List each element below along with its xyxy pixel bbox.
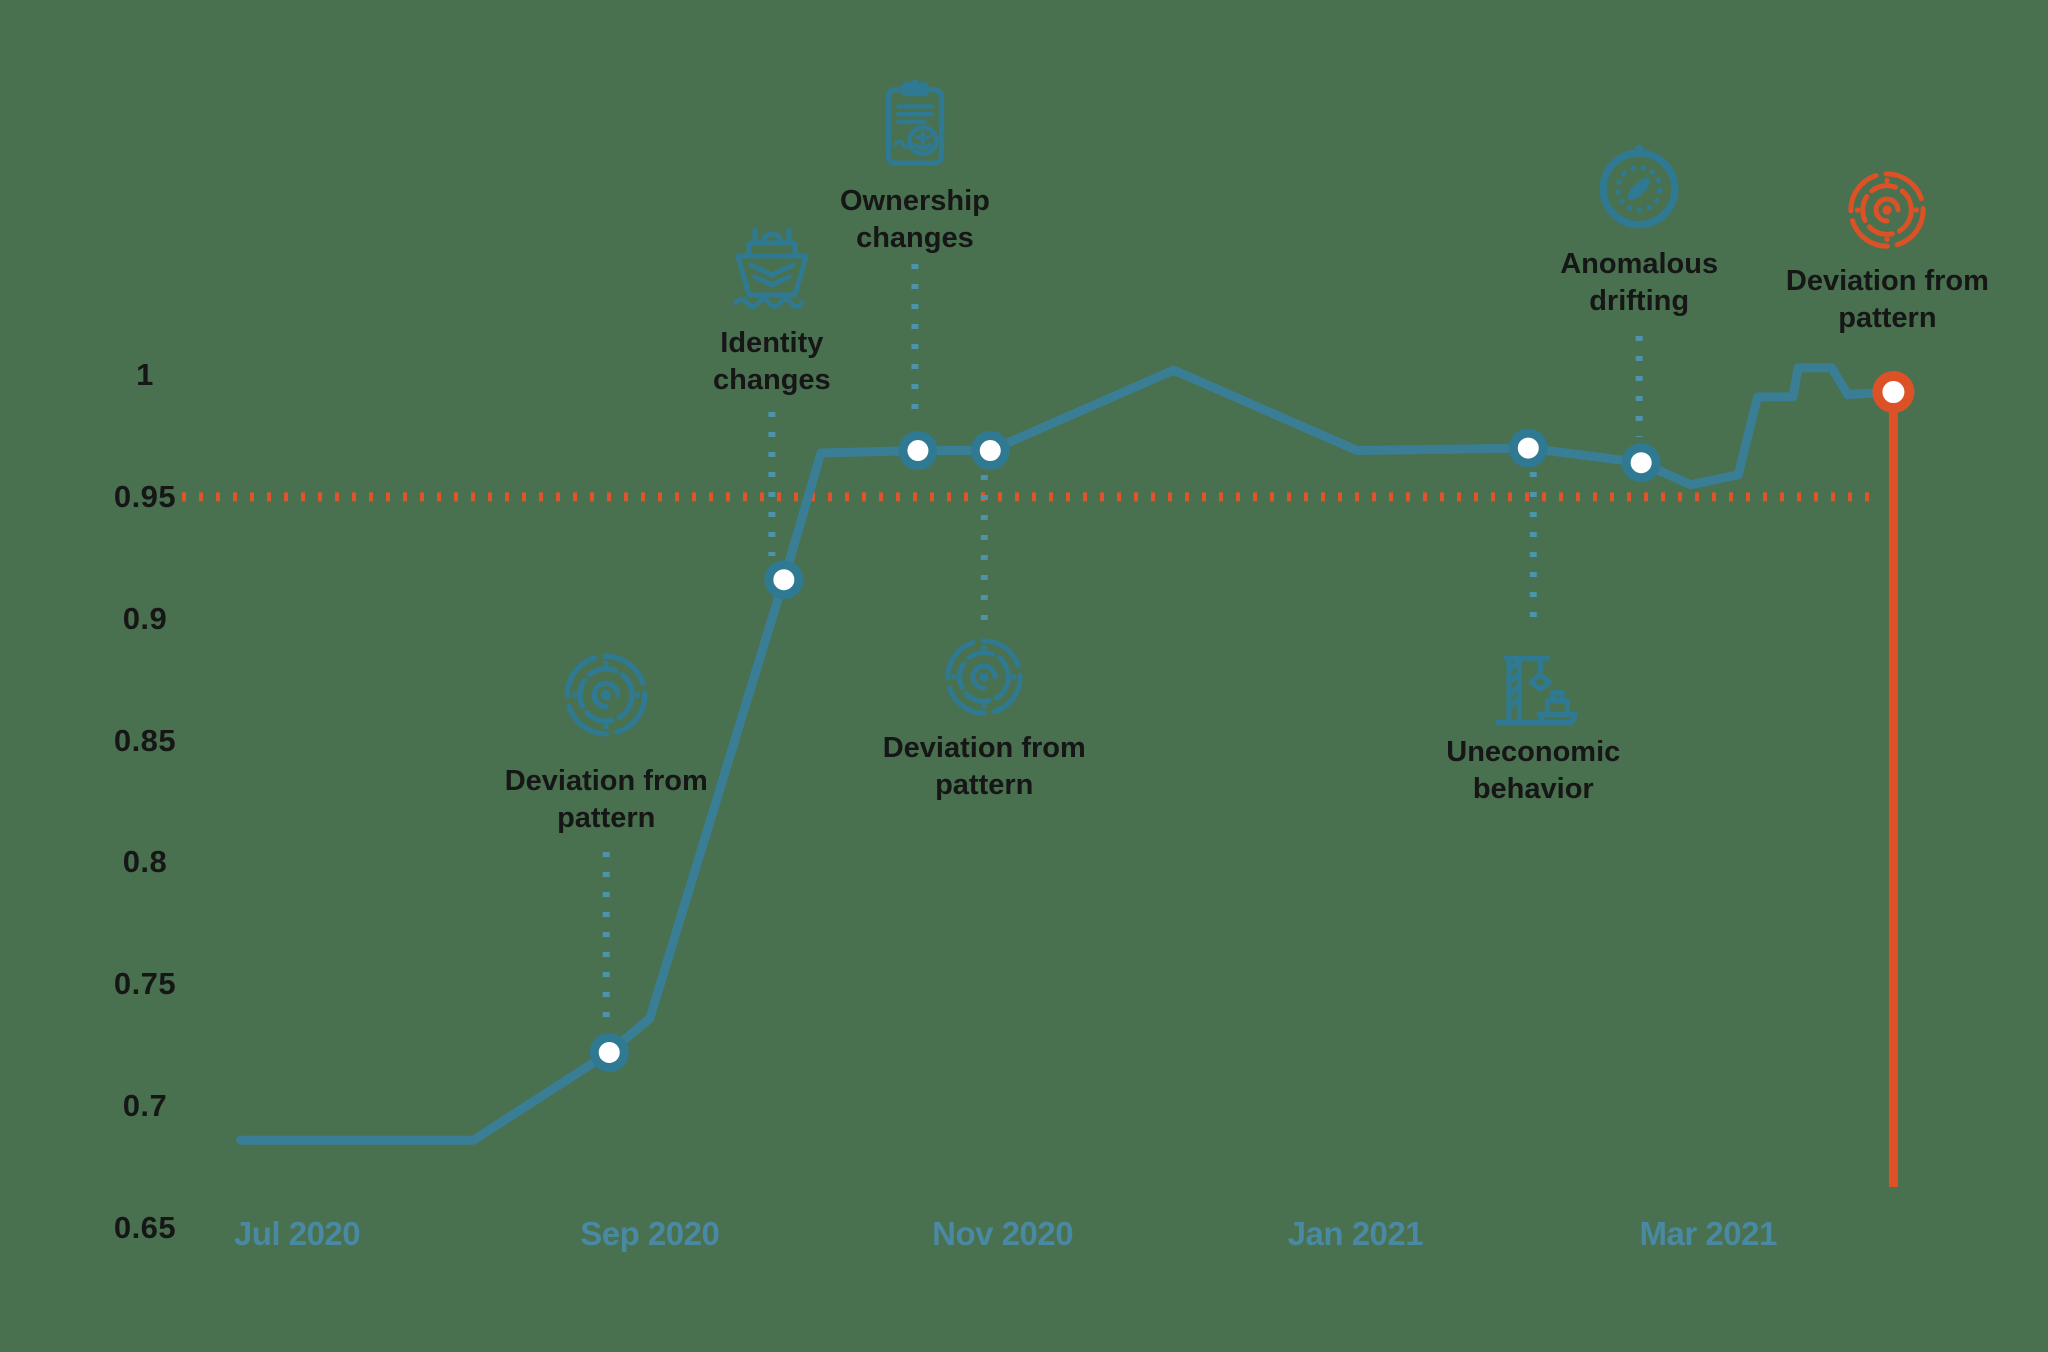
ship-icon: [722, 216, 822, 316]
gauge-icon: [1593, 141, 1685, 233]
risk-score-line: [236, 363, 1898, 1145]
x-tick-nov-2020: Nov 2020: [932, 1215, 1074, 1252]
event-label-uneconomic-behavior: Uneconomic behavior: [1446, 734, 1620, 808]
event-marker-anomalous-drifting: [1621, 443, 1661, 483]
event-label-deviation-from-pattern-3: Deviation from pattern: [1786, 263, 1989, 337]
y-tick-1: 1: [136, 357, 154, 392]
event-label-identity-changes: Identity changes: [713, 325, 831, 399]
event-marker-ownership-changes: [898, 431, 938, 471]
radar-icon: [942, 635, 1026, 719]
y-tick-0.7: 0.7: [122, 1088, 168, 1124]
event-label-line: Deviation from: [882, 732, 1086, 764]
event-marker-deviation-from-pattern-2: [970, 431, 1010, 471]
event-label-ownership-changes: Ownership changes: [840, 183, 990, 257]
event-label-line: Deviation from: [1785, 265, 1989, 297]
event-label-deviation-from-pattern-2: Deviation from pattern: [883, 730, 1086, 804]
event-marker-deviation-from-pattern-1: [589, 1032, 629, 1072]
event-label-deviation-from-pattern-1: Deviation from pattern: [505, 763, 708, 837]
event-label-line: Ownership: [839, 185, 990, 217]
event-marker-deviation-from-pattern-3: [1872, 371, 1915, 414]
clipboard-icon: [866, 77, 964, 175]
event-label-line: Identity: [720, 327, 824, 359]
x-tick-sep-2020: Sep 2020: [580, 1215, 720, 1252]
event-label-line: pattern: [557, 802, 656, 834]
radar-icon: [1845, 168, 1929, 252]
event-label-line: changes: [856, 222, 974, 254]
x-tick-mar-2021: Mar 2021: [1639, 1215, 1778, 1252]
y-tick-0.85: 0.85: [113, 722, 177, 758]
event-label-line: Deviation from: [504, 765, 708, 797]
x-tick-jul-2020: Jul 2020: [233, 1215, 361, 1252]
event-marker-identity-changes: [764, 560, 804, 600]
x-tick-jan-2021: Jan 2021: [1287, 1215, 1424, 1252]
crane-icon: [1481, 629, 1585, 733]
y-tick-0.9: 0.9: [122, 600, 168, 636]
y-tick-0.95: 0.95: [113, 478, 177, 514]
event-label-line: behavior: [1472, 773, 1594, 805]
event-label-line: pattern: [935, 769, 1034, 801]
event-label-line: changes: [713, 364, 831, 396]
event-label-line: drifting: [1589, 285, 1690, 317]
radar-icon: [561, 650, 651, 740]
event-marker-uneconomic-behavior: [1508, 428, 1548, 468]
event-label-line: Uneconomic: [1446, 736, 1621, 768]
event-label-anomalous-drifting: Anomalous drifting: [1560, 246, 1718, 320]
event-label-line: Anomalous: [1560, 248, 1719, 280]
y-tick-0.8: 0.8: [122, 844, 168, 880]
y-tick-0.65: 0.65: [113, 1209, 177, 1245]
y-tick-0.75: 0.75: [113, 966, 177, 1002]
event-label-line: pattern: [1838, 302, 1937, 334]
